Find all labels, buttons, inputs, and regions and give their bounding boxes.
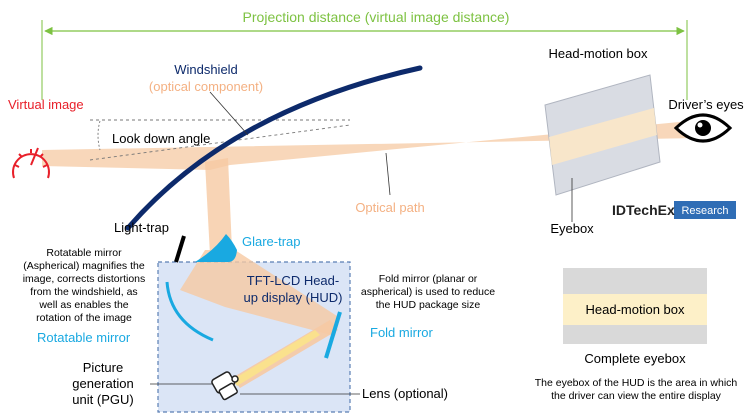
windshield-label: Windshield [174,62,238,77]
projection-distance-label: Projection distance (virtual image dista… [243,9,510,25]
speedometer-icon [12,147,50,179]
rot-note-line6: rotation of the image [36,312,132,324]
projector-icon [211,371,239,401]
optical-path-beam-lower [180,250,340,336]
fold-note-line3: the HUD package size [376,299,481,311]
optical-path-leader [385,152,391,196]
logo-name: IDTechEx [612,202,675,218]
light-trap [174,235,186,263]
eyebox-note-line1: The eyebox of the HUD is the area in whi… [535,377,738,389]
windshield-leader [209,91,249,136]
rot-note-line3: image, corrects distortions [23,273,146,285]
pgu-label-line3: unit (PGU) [72,392,133,407]
rot-note-line1: Rotatable mirror [46,247,122,259]
logo-tag-bg [674,201,736,219]
complete-eyebox-hmb [563,294,707,325]
glare-trap [195,234,237,262]
fold-note-line1: Fold mirror (planar or [379,273,478,285]
head-motion-box-label: Head-motion box [549,46,648,61]
look-down-arc [97,120,101,151]
fold-mirror-label: Fold mirror [370,325,434,340]
hmb-box-label: Head-motion box [586,302,685,317]
virtual-image-label: Virtual image [8,97,84,112]
logo-tag: Research [681,205,728,217]
pgu-label-line2: generation [72,376,133,391]
eye-icon [673,113,733,143]
rotatable-mirror [165,281,214,342]
head-motion-box-inner [549,108,657,165]
eyebox-note-line2: the driver can view the entire display [551,390,722,402]
lens-label: Lens (optional) [362,386,448,401]
windshield-sub-label: (optical component) [149,79,263,94]
windshield-curve [125,65,423,231]
fold-mirror [324,311,342,359]
pgu-label-line1: Picture [83,360,123,375]
fold-note-line2: aspherical) is used to reduce [361,286,495,298]
eyebox-label: Eyebox [550,221,594,236]
complete-eyebox-label: Complete eyebox [584,351,686,366]
optical-path-beam-riser [205,158,232,255]
glare-trap-label: Glare-trap [242,234,301,249]
hud-label-line1: TFT-LCD Head- [247,273,339,288]
rot-note-line5: well as enables the [38,299,128,311]
rot-note-line4: from the windshield, as [30,286,137,298]
rotatable-mirror-label: Rotatable mirror [37,330,131,345]
drivers-eyes-label: Driver’s eyes [668,97,744,112]
light-trap-label: Light-trap [114,220,169,235]
hud-label-line2: up display (HUD) [244,290,343,305]
optical-path-beam-lens [232,330,320,386]
rot-note-line2: (Aspherical) magnifies the [23,260,145,272]
look-down-line [89,124,351,161]
optical-path-label: Optical path [355,200,424,215]
look-down-angle-label: Look down angle [112,131,210,146]
